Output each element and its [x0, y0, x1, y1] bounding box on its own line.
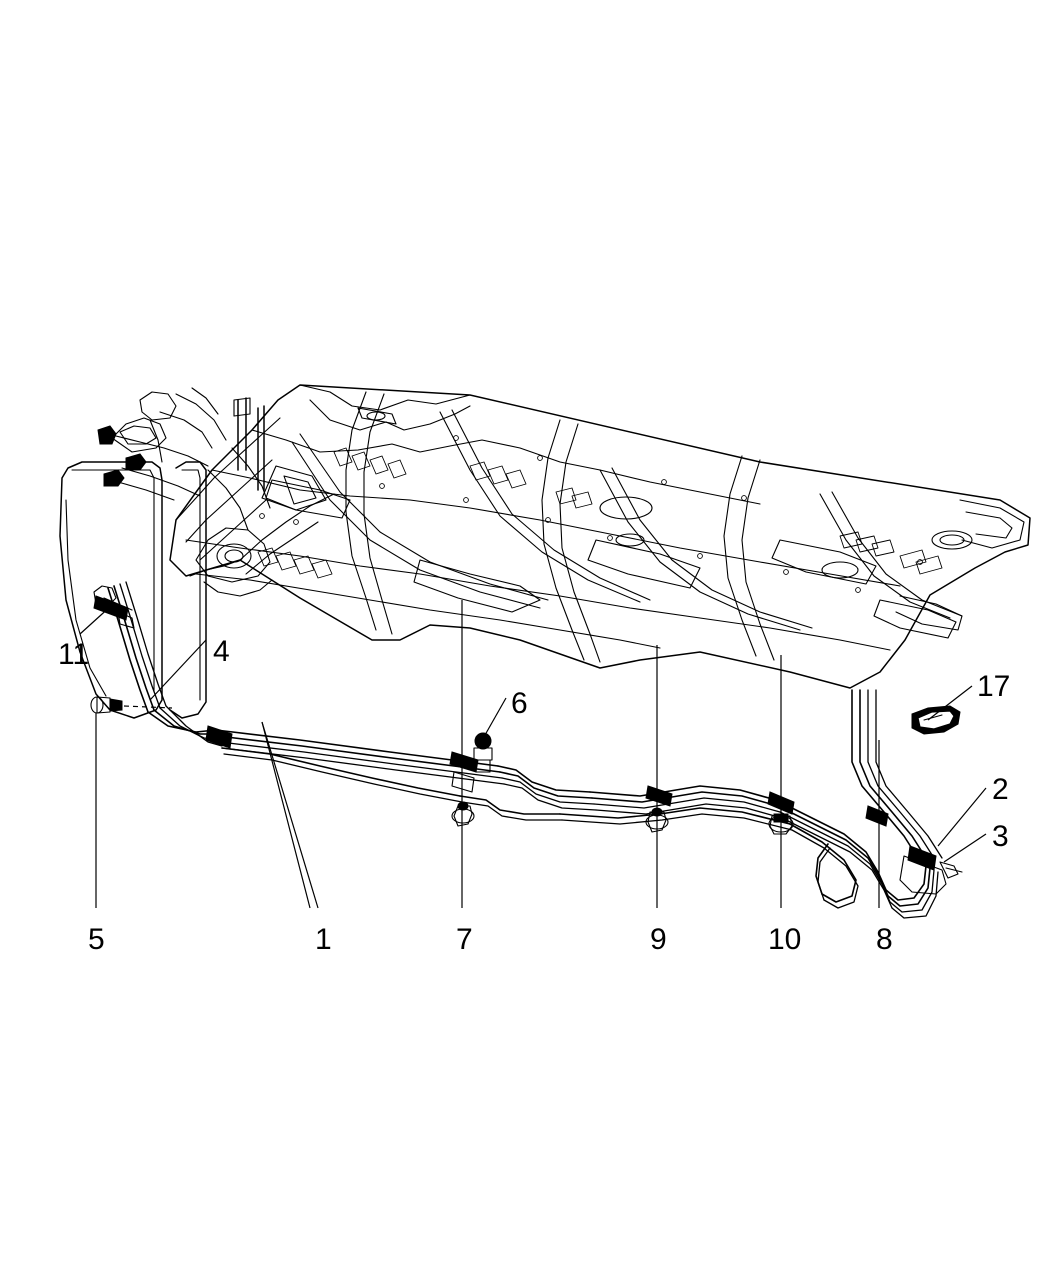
heat-shield-panel [59, 461, 207, 719]
callout-6: 6 [511, 687, 528, 720]
callout-5: 5 [88, 923, 105, 956]
callout-1: 1 [315, 923, 332, 956]
leader-lines [79, 600, 987, 909]
callout-3: 3 [992, 820, 1009, 853]
fuel-tube-bundle [93, 581, 943, 919]
callout-8: 8 [876, 923, 893, 956]
callout-2: 2 [992, 773, 1009, 806]
callout-9: 9 [650, 923, 667, 956]
grommet-17 [911, 705, 961, 735]
callout-10: 10 [768, 923, 802, 956]
callout-11: 11 [58, 638, 90, 671]
floor-pan-assembly [97, 384, 1031, 689]
bolt-screw-5 [90, 696, 173, 714]
callout-17: 17 [977, 670, 1011, 703]
callout-4: 4 [213, 635, 230, 668]
callout-7: 7 [456, 923, 473, 956]
